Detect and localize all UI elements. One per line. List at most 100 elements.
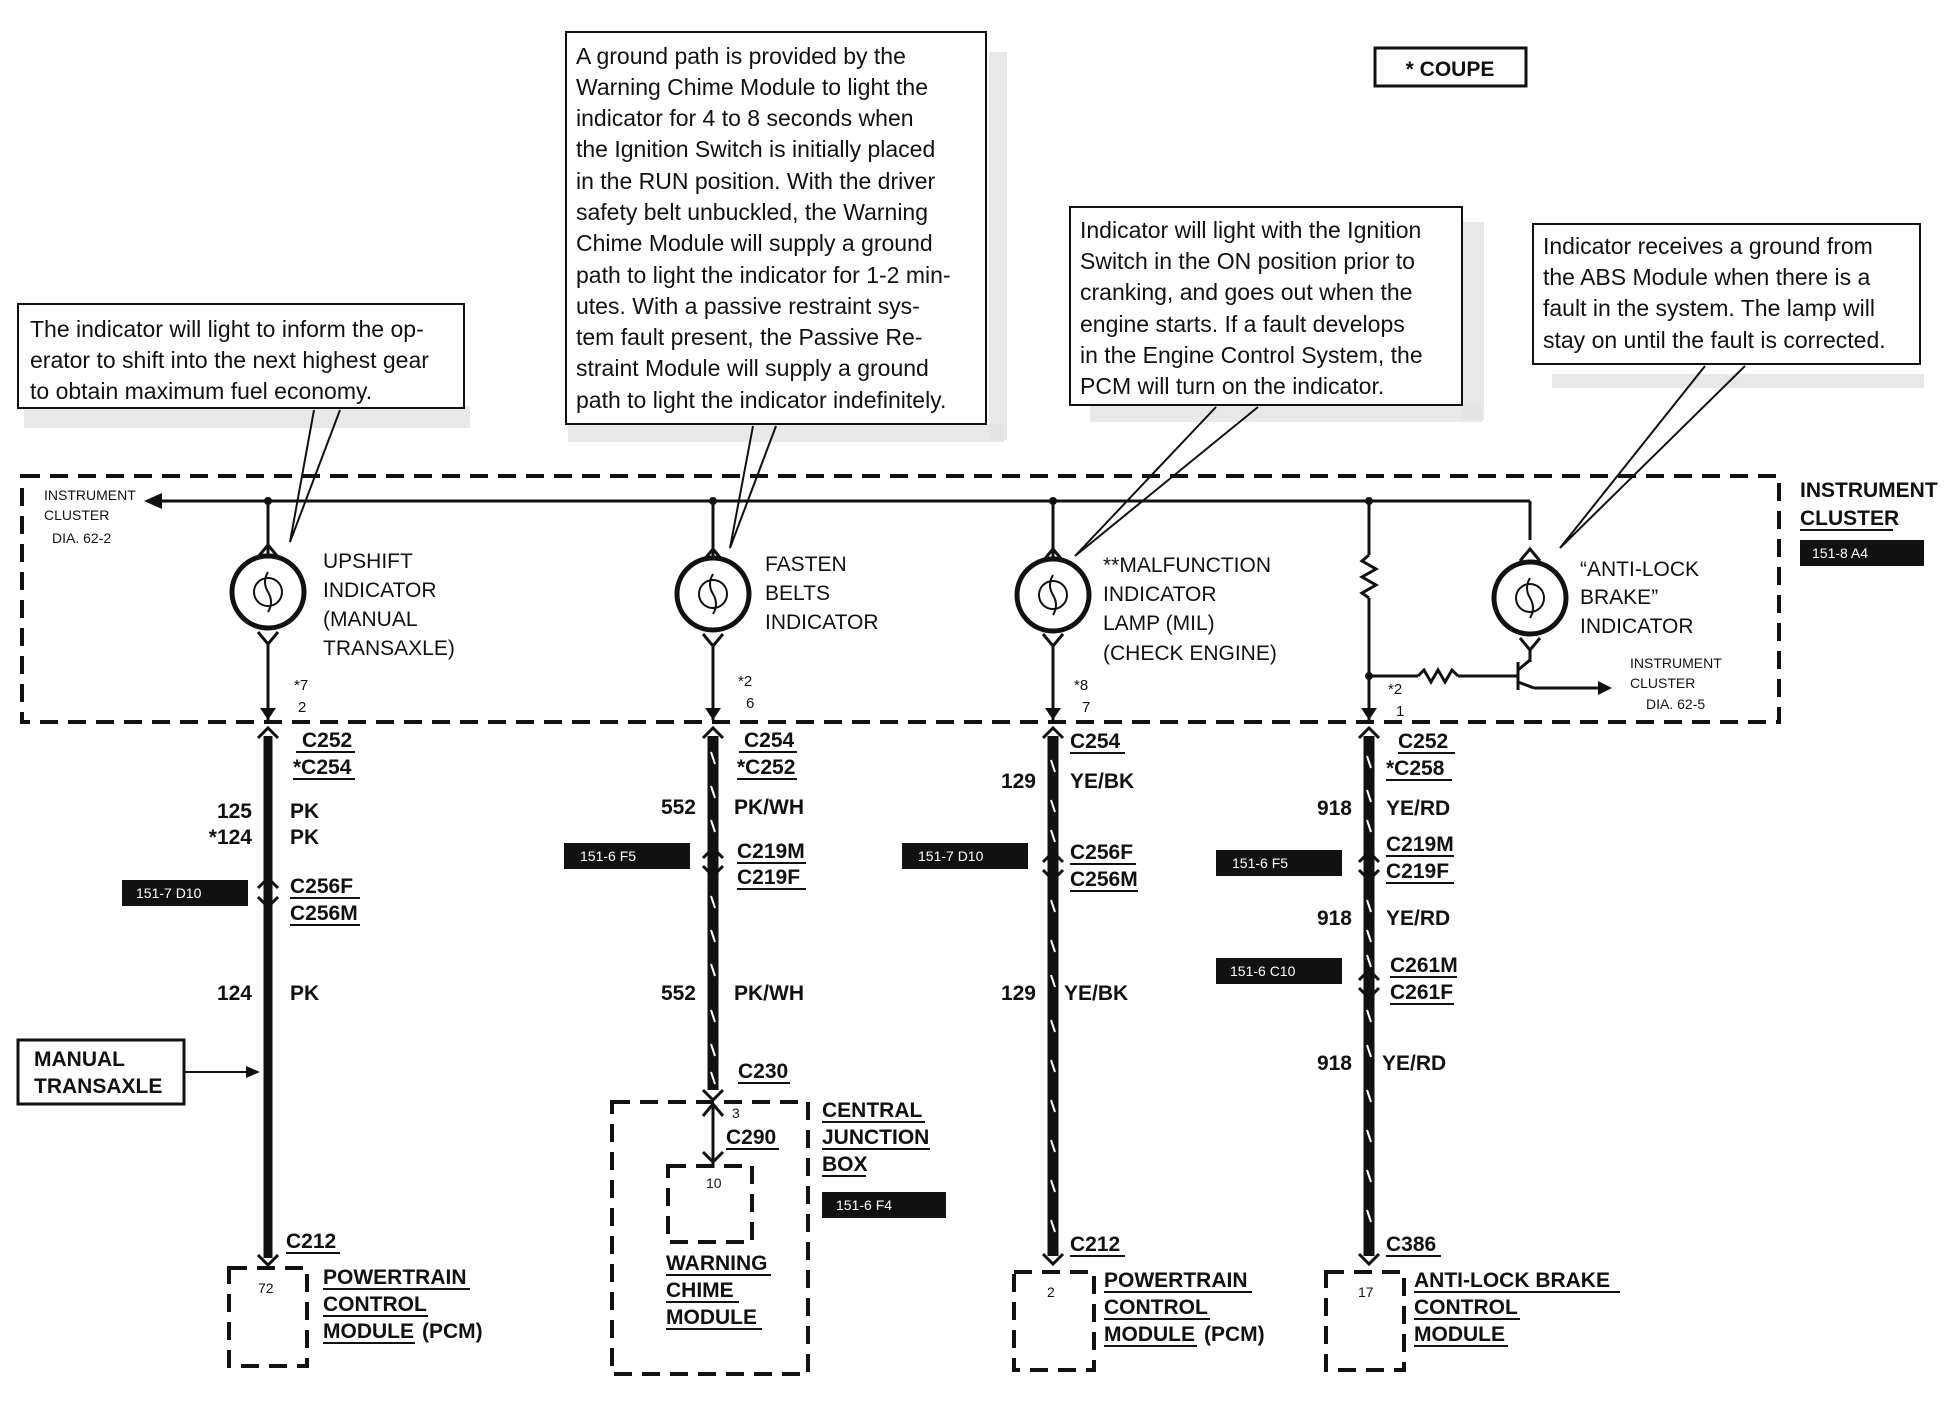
abs-ref-tag-2: 151-6 C10 [1216, 958, 1342, 984]
mil-wire-2-color: YE/BK [1064, 982, 1128, 1005]
abs-connector-1b: *C258 [1386, 757, 1445, 780]
belts-note-line-9: utes. With a passive restraint sys- [576, 293, 920, 319]
mil-connector-1: C254 [1070, 730, 1121, 753]
junction-box-ref-tag: 151-6 F4 [822, 1192, 946, 1218]
abs-wire-2-number: 918 [1317, 907, 1352, 930]
abs-wire-3-number: 918 [1317, 1052, 1352, 1075]
upshift-note-line-3: to obtain maximum fuel economy. [30, 378, 372, 404]
cluster-title-line-1: INSTRUMENT [1800, 479, 1938, 502]
abs-connector-1: C252 [1398, 730, 1448, 753]
belts-circuit: FASTEN BELTS INDICATOR *2 6 C254 *C252 5… [564, 501, 946, 1376]
upshift-ref-tag: 151-7 D10 [122, 880, 248, 906]
mil-bulb-icon [1014, 556, 1092, 634]
abs-note-line-1: Indicator receives a ground from [1543, 233, 1873, 259]
mil-note: Indicator will light with the Ignition S… [1069, 206, 1484, 557]
belts-note-line-6: safety belt unbuckled, the Warning [576, 199, 928, 225]
abs-ref-2-text: 151-6 C10 [1230, 963, 1296, 979]
mil-module-line-2: CONTROL [1104, 1296, 1208, 1319]
abs-module-line-3: MODULE [1414, 1323, 1505, 1346]
abs-ref-1-text: 151-6 F5 [1232, 855, 1288, 871]
chime-module-line-2: CHIME [666, 1279, 734, 1302]
chime-module-line-1: WARNING [666, 1252, 768, 1275]
abs-connector-2a: C219M [1386, 833, 1454, 856]
cluster-left-ref-line-3: DIA. 62-2 [52, 530, 111, 546]
mil-pin-bottom: 7 [1082, 699, 1090, 716]
mil-module-line-4: (PCM) [1204, 1323, 1265, 1346]
upshift-circuit: UPSHIFT INDICATOR (MANUAL TRANSAXLE) *7 … [16, 501, 483, 1368]
abs-note: Indicator receives a ground from the ABS… [1532, 223, 1924, 549]
mil-connector-2a: C256F [1070, 841, 1133, 864]
mil-label-line-4: (CHECK ENGINE) [1103, 642, 1277, 665]
upshift-end-connector: C212 [286, 1230, 336, 1253]
belts-pin-bottom: 6 [746, 695, 754, 712]
upshift-bulb-icon [229, 553, 307, 631]
belts-bulb-icon [674, 555, 752, 633]
abs-resistor-horizontal-icon [1416, 667, 1460, 685]
mil-note-line-5: in the Engine Control System, the [1080, 342, 1423, 368]
mil-wire-1-color: YE/BK [1070, 770, 1134, 793]
mil-ref-text: 151-7 D10 [918, 848, 984, 864]
upshift-wire-1b-color: PK [290, 826, 319, 849]
chime-module-line-3: MODULE [666, 1306, 757, 1329]
warning-chime-module: 10 WARNING CHIME MODULE [666, 1164, 771, 1330]
mil-end-connector: C212 [1070, 1233, 1120, 1256]
upshift-label-line-4: TRANSAXLE) [323, 637, 455, 660]
belts-wire-2-color: PK/WH [734, 982, 804, 1005]
abs-note-line-2: the ABS Module when there is a [1543, 264, 1871, 290]
belts-note-line-3: indicator for 4 to 8 seconds when [576, 105, 914, 131]
belts-connector-2a: C219M [737, 840, 805, 863]
upshift-module-line-3: MODULE [323, 1320, 414, 1343]
abs-wire-1-number: 918 [1317, 797, 1352, 820]
abs-end-connector: C386 [1386, 1233, 1436, 1256]
upshift-wire-2-number: 124 [217, 982, 252, 1005]
junction-box-label-line-1: CENTRAL [822, 1099, 922, 1122]
mil-wire-1-number: 129 [1001, 770, 1036, 793]
cluster-ref-text: 151-8 A4 [1812, 545, 1868, 561]
mil-note-line-1: Indicator will light with the Ignition [1080, 217, 1421, 243]
belts-pin-top: *2 [738, 673, 752, 690]
abs-bulb-icon [1491, 559, 1569, 637]
upshift-label-line-1: UPSHIFT [323, 550, 413, 573]
abs-connector-3b: C261F [1390, 981, 1453, 1004]
mil-pin-top: *8 [1074, 677, 1088, 694]
mil-label-line-3: LAMP (MIL) [1103, 612, 1215, 635]
abs-end-pin: 17 [1358, 1284, 1374, 1300]
upshift-module-line-2: CONTROL [323, 1293, 427, 1316]
belts-note-line-4: the Ignition Switch is initially placed [576, 136, 935, 162]
mil-connector-2b: C256M [1070, 868, 1138, 891]
belts-connector-2b: C219F [737, 866, 800, 889]
manual-transaxle-tag: MANUAL TRANSAXLE [16, 1038, 260, 1106]
upshift-connector-2a: C256F [290, 875, 353, 898]
upshift-module-line-4: (PCM) [422, 1320, 483, 1343]
manual-transaxle-line-2: TRANSAXLE [34, 1075, 162, 1098]
upshift-pcm-module: 72 POWERTRAIN CONTROL MODULE (PCM) [227, 1266, 483, 1368]
abs-connector-3a: C261M [1390, 954, 1458, 977]
abs-module-line-1: ANTI-LOCK BRAKE [1414, 1269, 1610, 1292]
upshift-pin-top: *7 [294, 677, 308, 694]
abs-transistor-icon [1516, 658, 1612, 695]
upshift-wire-1b-number: *124 [209, 826, 253, 849]
mil-note-line-6: PCM will turn on the indicator. [1080, 373, 1384, 399]
abs-connector-2b: C219F [1386, 860, 1449, 883]
upshift-label-line-2: INDICATOR [323, 579, 437, 602]
junction-box-pin-3: 3 [732, 1105, 740, 1121]
abs-wire-1-color: YE/RD [1386, 797, 1450, 820]
belts-note-line-1: A ground path is provided by the [576, 43, 906, 69]
belts-label-line-3: INDICATOR [765, 611, 879, 634]
mil-wire-2-number: 129 [1001, 982, 1036, 1005]
abs-pin-bottom: 1 [1396, 703, 1404, 720]
cluster-right-ref-line-2: CLUSTER [1630, 675, 1695, 691]
mil-pcm-module: 2 POWERTRAIN CONTROL MODULE (PCM) [1012, 1269, 1265, 1372]
mil-note-line-4: engine starts. If a fault develops [1080, 311, 1405, 337]
belts-note-line-5: in the RUN position. With the driver [576, 168, 936, 194]
upshift-note-line-1: The indicator will light to inform the o… [30, 316, 424, 342]
mil-label-line-1: **MALFUNCTION [1103, 554, 1271, 577]
mil-end-pin: 2 [1047, 1284, 1055, 1300]
mil-note-line-2: Switch in the ON position prior to [1080, 248, 1415, 274]
belts-connector-1b: *C252 [737, 756, 795, 779]
abs-note-line-3: fault in the system. The lamp will [1543, 295, 1875, 321]
upshift-connector-1b: *C254 [293, 756, 352, 779]
abs-note-line-4: stay on until the fault is corrected. [1543, 327, 1886, 353]
upshift-end-pin: 72 [258, 1280, 274, 1296]
mil-circuit: **MALFUNCTION INDICATOR LAMP (MIL) (CHEC… [902, 501, 1277, 1372]
